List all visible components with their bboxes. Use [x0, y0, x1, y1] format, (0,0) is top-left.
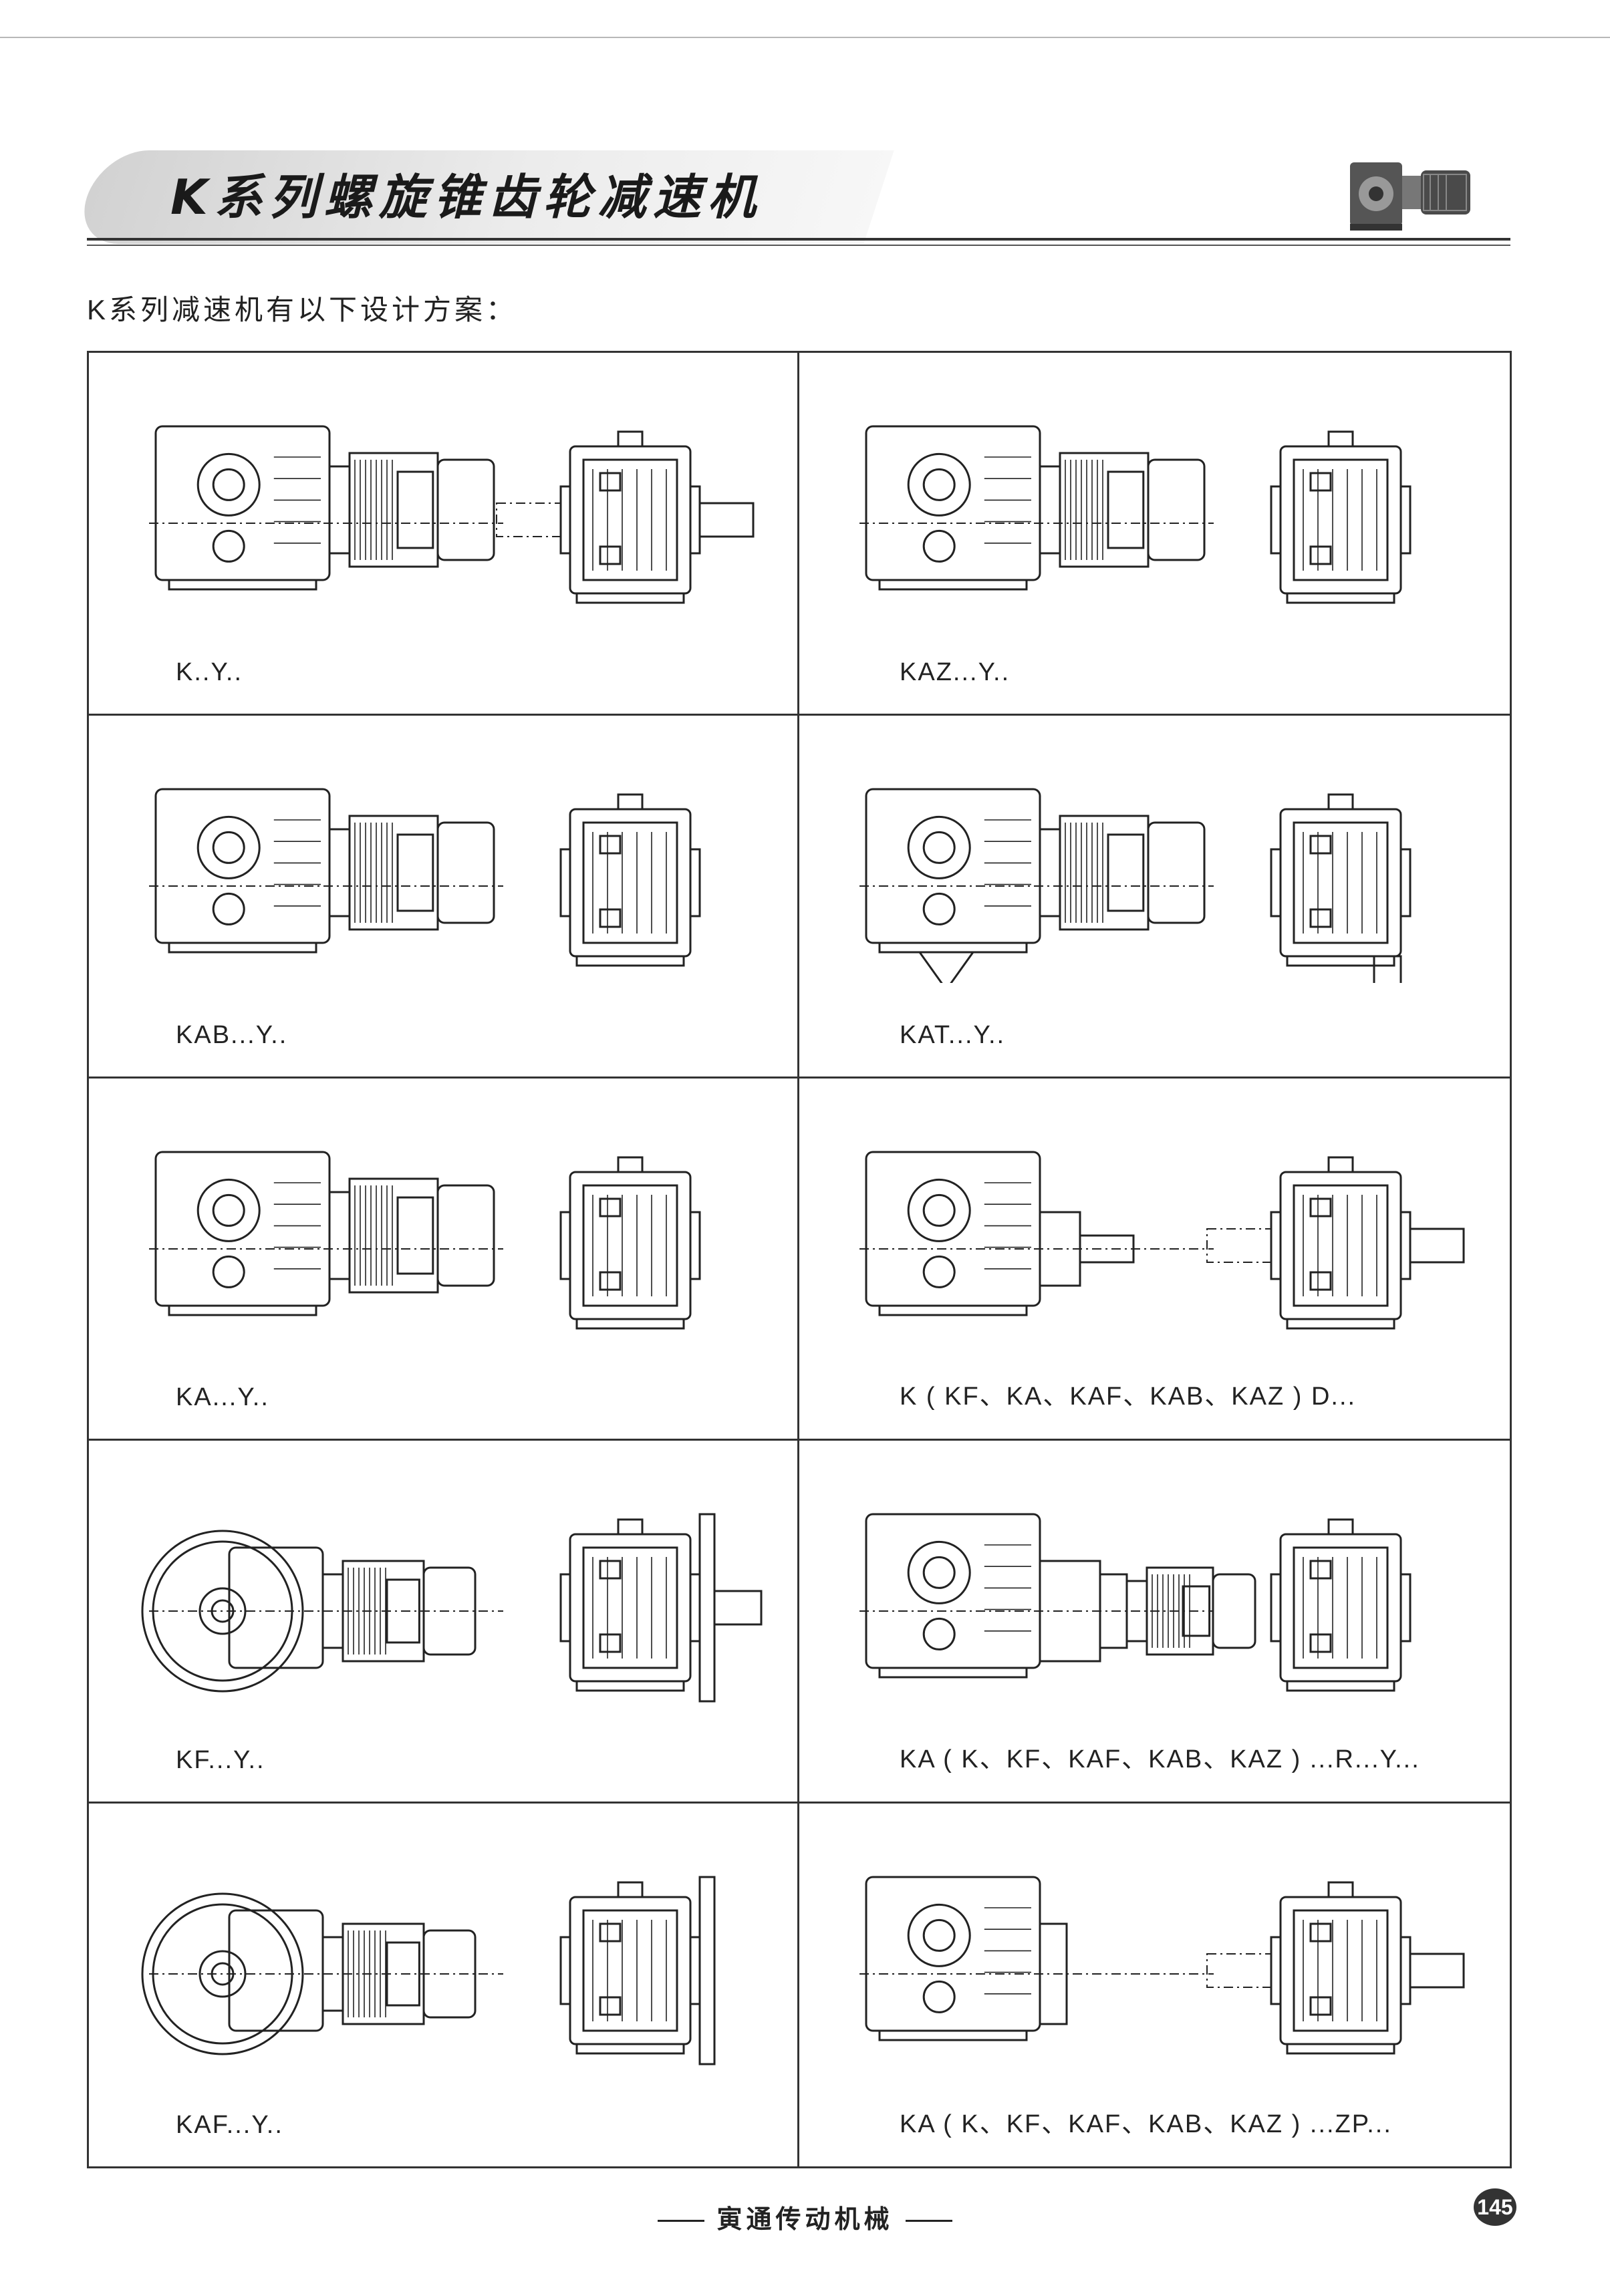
design-cell: KA ( K、KF、KAF、KAB、KAZ ) ...R...Y... [799, 1441, 1510, 1804]
design-cell: K ( KF、KA、KAF、KAB、KAZ ) D... [799, 1079, 1510, 1441]
drawing-kaf [141, 1876, 716, 2065]
drawing-kab [149, 788, 701, 967]
footer-dash-left [658, 2220, 705, 2222]
drawing-kd [859, 1151, 1465, 1330]
design-cell: KAB...Y.. [89, 715, 799, 1079]
design-label: KA ( K、KF、KAF、KAB、KAZ ) ...ZP... [900, 2110, 1392, 2138]
drawing-k-foot [149, 425, 755, 604]
design-cell: KAF...Y.. [89, 1804, 799, 2166]
drawing-kat [859, 788, 1412, 983]
intro-text: K系列减速机有以下设计方案： [87, 294, 518, 325]
design-label: K..Y.. [176, 658, 243, 686]
drawing-kf [141, 1513, 763, 1703]
company-name: 寅通传动机械 [716, 2204, 894, 2234]
design-cell: KA...Y.. [89, 1078, 799, 1441]
design-label: KAF...Y.. [176, 2110, 283, 2139]
design-cell: KF...Y.. [89, 1441, 799, 1804]
footer-company: 寅通传动机械 [0, 2198, 1610, 2235]
design-cell: K..Y.. [89, 353, 799, 716]
header-rule-thin [87, 245, 1510, 246]
page-number: 145 [1474, 2188, 1516, 2226]
drawing-ka [149, 1151, 701, 1330]
design-label: KF...Y.. [176, 1746, 265, 1775]
page-title: K系列螺旋锥齿轮减速机 [170, 169, 763, 225]
design-cell: KA ( K、KF、KAF、KAB、KAZ ) ...ZP... [799, 1804, 1510, 2166]
design-grid: K..Y.. KAZ...Y.. KAB...Y.. KAT...Y.. KA.… [87, 351, 1512, 2168]
drawing-kar [859, 1513, 1412, 1692]
gear-reducer-thumbnail-icon [1350, 162, 1470, 231]
design-label: K ( KF、KA、KAF、KAB、KAZ ) D... [900, 1383, 1357, 1411]
header-rule [87, 238, 1510, 241]
design-label: KA ( K、KF、KAF、KAB、KAZ ) ...R...Y... [900, 1745, 1420, 1774]
design-cell: KAZ...Y.. [799, 353, 1510, 716]
drawing-kaz [859, 425, 1412, 604]
design-label: KA...Y.. [176, 1383, 269, 1412]
design-cell: KAT...Y.. [799, 716, 1510, 1079]
design-label: KAB...Y.. [176, 1020, 288, 1049]
design-label: KAZ...Y.. [900, 658, 1011, 686]
design-label: KAT...Y.. [900, 1020, 1006, 1049]
top-rule [0, 37, 1610, 38]
footer-dash-right [905, 2220, 952, 2222]
drawing-kazp [859, 1876, 1465, 2055]
